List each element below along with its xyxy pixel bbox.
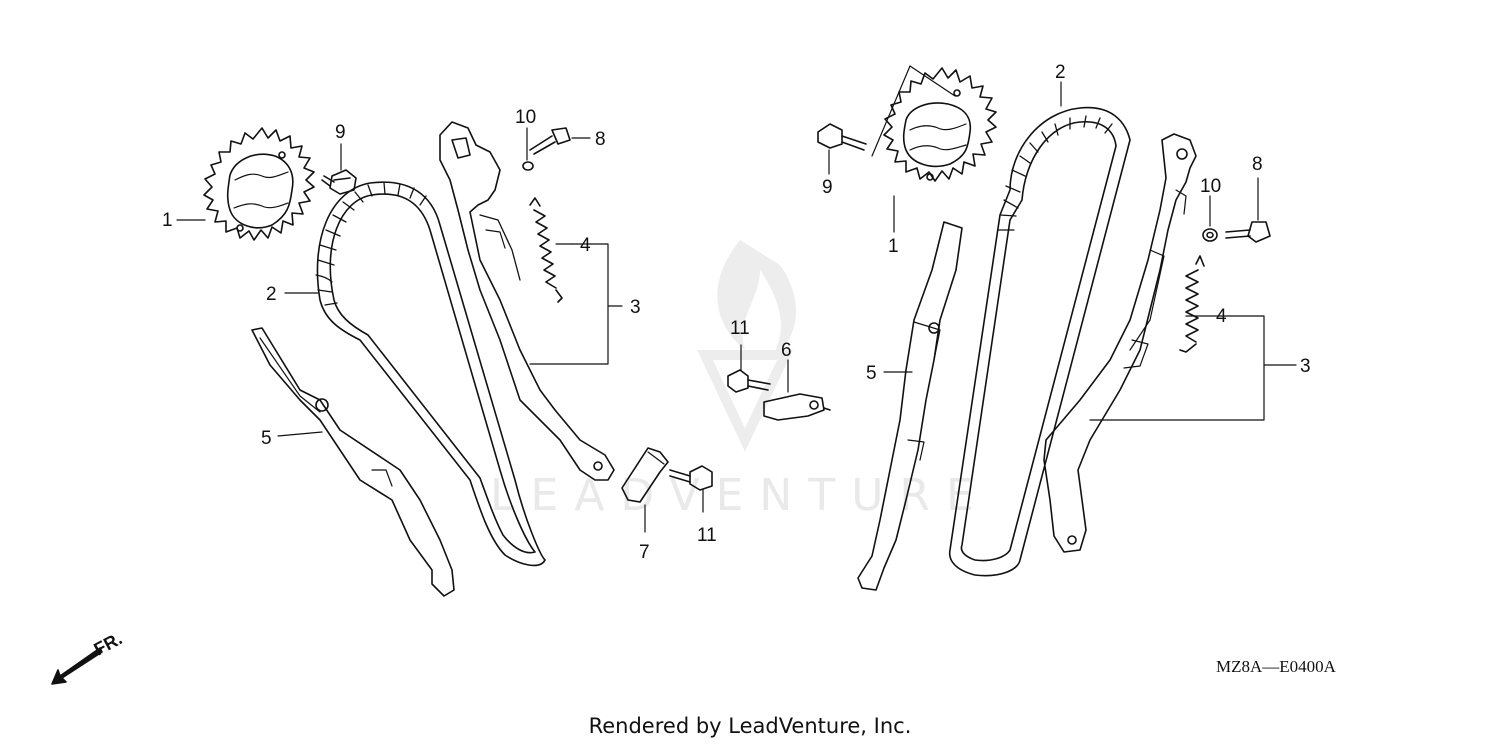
callout-center-11-lower: 11 [697,525,717,546]
callout-right-3: 3 [1300,356,1311,377]
right-callouts: 1 2 3 4 5 8 9 10 [822,62,1311,384]
left-cam-chain [315,181,546,567]
center-bolt-upper [727,369,771,393]
footer-credit: Rendered by LeadVenture, Inc. [588,714,912,738]
front-direction-arrow [51,647,103,685]
callout-center-7: 7 [639,542,650,563]
callout-left-1: 1 [162,210,173,231]
right-tensioner-bolt [1225,221,1271,243]
right-cam-bolt [817,123,867,151]
watermark: LEADVENTURE [490,240,990,521]
left-cam-sprocket [203,127,315,241]
callout-left-3: 3 [630,297,641,318]
right-leaders [828,65,1297,421]
center-plate-7 [621,447,669,503]
right-cam-chain [948,106,1131,577]
callout-center-6: 6 [781,340,792,361]
right-cam-sprocket [883,67,997,182]
right-tensioner-arm [1043,133,1197,553]
callout-center-11-upper: 11 [730,318,750,339]
right-chain-guide [857,221,963,591]
left-chain-guide [251,327,455,597]
watermark-text: LEADVENTURE [490,470,990,521]
callout-right-10: 10 [1200,176,1221,197]
callout-right-2: 2 [1055,62,1066,83]
callout-right-4: 4 [1216,306,1227,327]
right-tensioner-spring [1179,255,1205,353]
left-tensioner-arm [439,121,615,481]
right-washer [1202,228,1218,242]
callout-left-4: 4 [580,235,591,256]
callout-left-5: 5 [261,428,272,449]
left-cam-bolt [321,169,357,195]
left-tensioner-spring [529,197,563,303]
diagram-code: MZ8A—E0400A [1216,657,1337,676]
callout-right-8: 8 [1252,154,1263,175]
left-leaders [176,127,623,437]
callout-left-9: 9 [335,122,346,143]
center-callouts: 6 7 11 11 [639,318,792,563]
callout-left-8: 8 [595,129,606,150]
callout-left-10: 10 [515,107,536,128]
left-tensioner-bolt [529,127,571,155]
center-leaders [644,344,789,533]
center-plate-6 [763,393,831,421]
callout-left-2: 2 [266,284,277,305]
left-washer [522,161,534,171]
callout-right-9: 9 [822,177,833,198]
callout-right-1: 1 [888,236,899,257]
left-callouts: 1 2 3 4 5 8 9 10 [162,107,641,449]
callout-right-5: 5 [866,363,877,384]
center-bolt-lower [669,465,713,491]
